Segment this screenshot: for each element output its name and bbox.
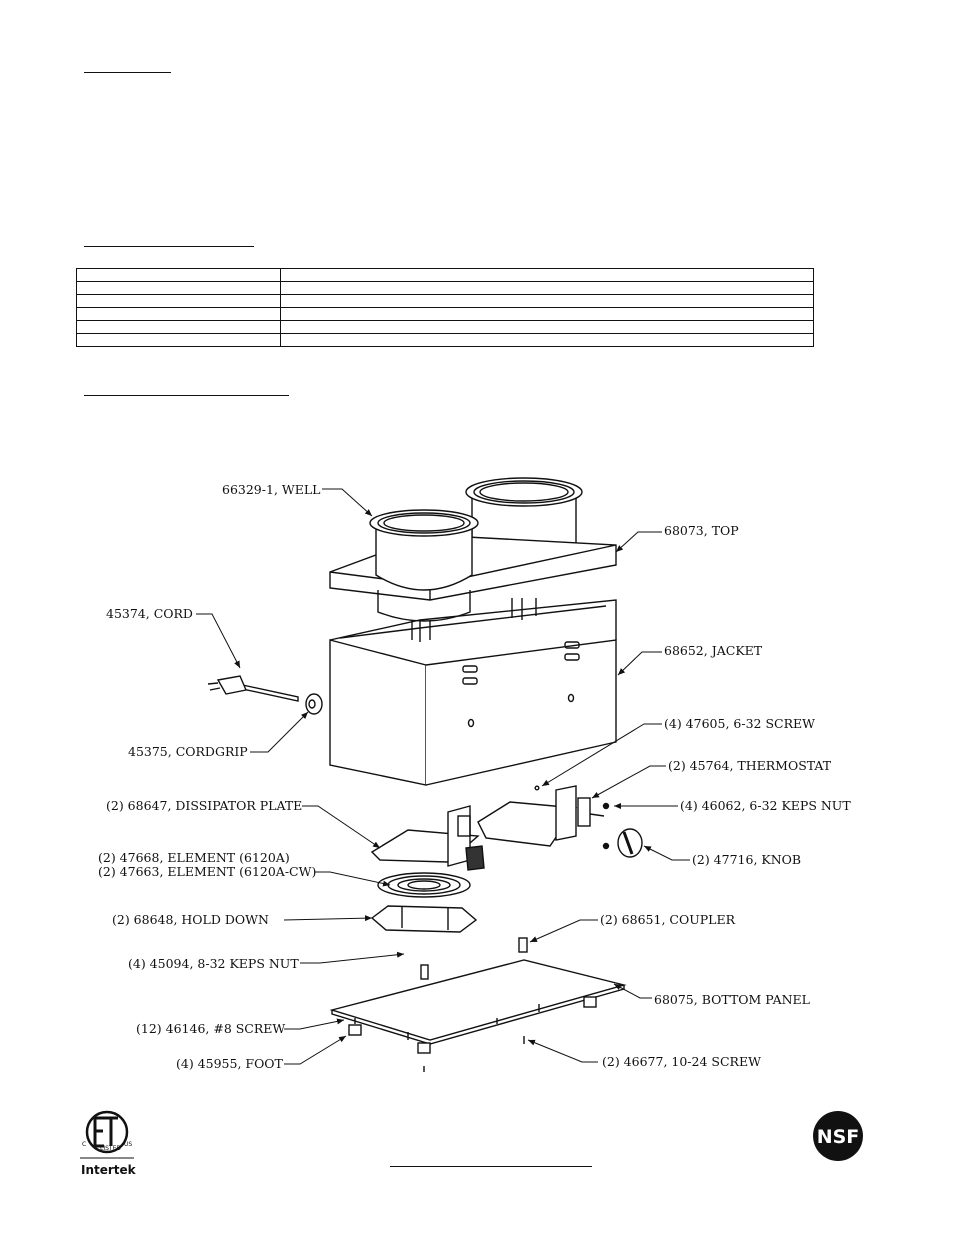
callout-hold-down: (2) 68648, HOLD DOWN	[112, 912, 269, 927]
callout-labels: 66329-1, WELL 68073, TOP 45374, CORD 686…	[98, 482, 851, 1071]
callout-element-6120a-cw: (2) 47663, ELEMENT (6120A-CW)	[98, 864, 316, 879]
coupler	[518, 937, 528, 953]
table-row	[76, 294, 814, 308]
svg-text:Intertek: Intertek	[81, 1163, 137, 1177]
callout-foot: (4) 45955, FOOT	[176, 1056, 284, 1071]
knob	[617, 828, 643, 858]
heading-rule-1	[84, 72, 171, 73]
svg-text:LISTED: LISTED	[100, 1145, 121, 1152]
callout-element-6120a: (2) 47668, ELEMENT (6120A)	[98, 850, 290, 865]
footer-rule	[390, 1166, 592, 1167]
dissipator-plate-left	[370, 805, 485, 871]
callout-top: 68073, TOP	[664, 523, 739, 538]
top-plate	[329, 534, 617, 601]
svg-text:C: C	[82, 1141, 86, 1148]
cordgrip	[305, 693, 323, 715]
nsf-logo: NSF	[813, 1111, 863, 1161]
callout-dissipator-plate: (2) 68647, DISSIPATOR PLATE	[106, 798, 302, 813]
svg-text:US: US	[124, 1141, 132, 1148]
callout-thermostat: (2) 45764, THERMOSTAT	[668, 758, 832, 773]
callout-bottom-panel: 68075, BOTTOM PANEL	[654, 992, 810, 1007]
table-row	[76, 333, 814, 347]
callout-6-32-keps-nut: (4) 46062, 6-32 KEPS NUT	[680, 798, 851, 813]
jacket	[329, 599, 617, 786]
callout-knob: (2) 47716, KNOB	[692, 852, 801, 867]
feet	[348, 996, 597, 1054]
callout-8-screw: (12) 46146, #8 SCREW	[136, 1021, 285, 1036]
heating-element	[377, 872, 471, 898]
hold-down	[370, 905, 478, 933]
spec-table	[76, 268, 814, 347]
cord	[207, 675, 299, 702]
assembly-illustration	[207, 477, 643, 1072]
callout-10-24-screw: (2) 46677, 10-24 SCREW	[602, 1054, 761, 1069]
callout-well: 66329-1, WELL	[222, 482, 320, 497]
dissipator-plate-right	[477, 785, 605, 847]
callout-coupler: (2) 68651, COUPLER	[600, 912, 736, 927]
callout-6-32-screw: (4) 47605, 6-32 SCREW	[664, 716, 815, 731]
leader-lines	[196, 488, 690, 1065]
well-front	[369, 509, 479, 622]
callout-jacket: 68652, JACKET	[664, 643, 763, 658]
svg-text:NSF: NSF	[817, 1126, 860, 1148]
callout-cordgrip: 45375, CORDGRIP	[128, 744, 248, 759]
heading-rule-3	[84, 395, 289, 396]
callout-8-32-keps-nut: (4) 45094, 8-32 KEPS NUT	[128, 956, 299, 971]
callout-cord: 45374, CORD	[106, 606, 193, 621]
bottom-panel	[329, 959, 627, 1045]
etl-logo: LISTED C US Intertek	[80, 1110, 137, 1177]
heading-rule-2	[84, 246, 254, 247]
